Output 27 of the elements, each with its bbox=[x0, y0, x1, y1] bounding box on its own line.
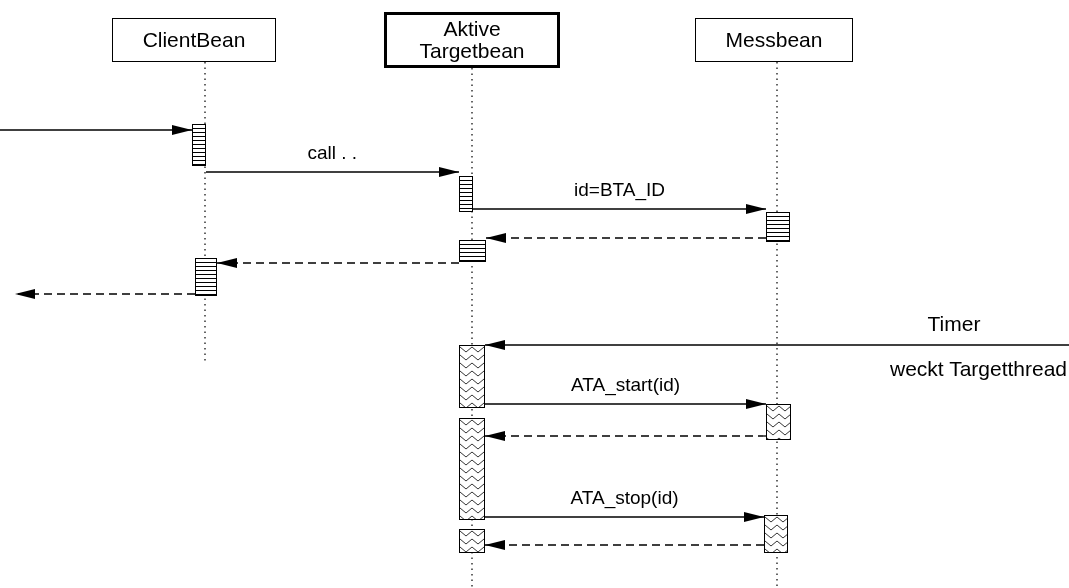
activation-bar bbox=[192, 124, 206, 166]
arrow bbox=[0, 125, 193, 135]
activation-bar bbox=[459, 345, 485, 408]
lifeline-head-box bbox=[384, 12, 560, 68]
arrow bbox=[484, 399, 767, 409]
lifeline-head-box bbox=[112, 18, 276, 62]
arrow bbox=[484, 540, 765, 550]
activation-bar bbox=[459, 418, 485, 520]
arrow bbox=[484, 512, 765, 522]
participant-name: ClientBean bbox=[142, 29, 246, 51]
activation-bar bbox=[195, 258, 217, 296]
arrow bbox=[216, 258, 460, 268]
arrow bbox=[205, 167, 460, 177]
arrow bbox=[485, 233, 767, 243]
arrow bbox=[14, 289, 196, 299]
activation-bar bbox=[764, 515, 788, 553]
activation-bar bbox=[766, 404, 791, 440]
activation-bar bbox=[459, 176, 473, 212]
arrow bbox=[472, 204, 767, 214]
activation-bar bbox=[766, 212, 790, 242]
activation-bar bbox=[459, 529, 485, 553]
lifeline-head-box bbox=[695, 18, 853, 62]
activation-bar bbox=[459, 240, 486, 262]
participant-name: Aktive Targetbean bbox=[418, 18, 526, 62]
arrow bbox=[484, 431, 767, 441]
participant-name: Messbean bbox=[725, 29, 823, 51]
arrow bbox=[484, 340, 1069, 350]
